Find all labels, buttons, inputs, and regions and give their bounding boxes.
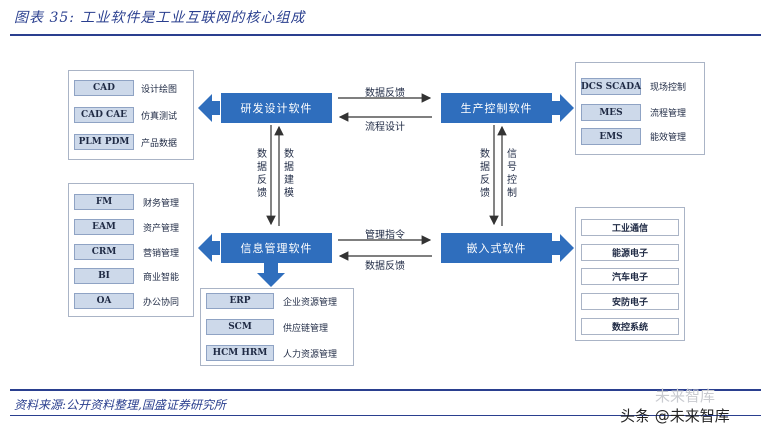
embedded-tool-box: 汽车电子: [581, 268, 679, 285]
info-sub-label: 人力资源管理: [283, 349, 338, 360]
edge-label-rd-info-left: 数据反馈: [257, 149, 267, 199]
rd-tool-box: CAD: [74, 80, 134, 96]
edge-label-production-embedded-left: 数据反馈: [480, 149, 490, 199]
production-tool-label: 流程管理: [650, 109, 687, 119]
rd-tool-label: 产品数据: [141, 138, 178, 149]
edge-label-rd-to-production: 数据反馈: [365, 88, 405, 99]
arrow-to-rd-panel: [198, 94, 220, 122]
rd-tool-label: 设计绘图: [141, 84, 178, 95]
info-tool-label: 营销管理: [143, 248, 180, 259]
arrow-to-embedded-panel: [552, 234, 574, 262]
info-tool-label: 资产管理: [143, 223, 180, 234]
embedded-tool-box: 安防电子: [581, 293, 679, 310]
info-tool-box: CRM: [74, 244, 134, 260]
rd-tool-box: CAD CAE: [74, 107, 134, 123]
info-sub-box: ERP: [206, 293, 274, 309]
production-software-box: 生产控制软件: [441, 93, 552, 123]
info-tool-label: 办公协同: [143, 297, 180, 308]
arrow-to-info-sub-panel: [257, 263, 285, 287]
info-tool-label: 商业智能: [143, 272, 180, 283]
arrow-to-production-panel: [552, 94, 574, 122]
watermark-attribution: 头条 @未来智库: [620, 407, 730, 425]
info-tool-box: EAM: [74, 219, 134, 235]
arrow-to-info-panel: [198, 234, 220, 262]
rd-software-box: 研发设计软件: [221, 93, 332, 123]
rd-tool-label: 仿真测试: [141, 111, 178, 122]
info-sub-box: SCM: [206, 319, 274, 335]
embedded-tool-box: 数控系统: [581, 318, 679, 335]
edge-label-info-to-embedded: 管理指令: [365, 230, 405, 241]
info-tool-box: OA: [74, 293, 134, 309]
production-tool-label: 能效管理: [650, 133, 687, 143]
production-tool-box: DCS SCADA: [581, 78, 641, 95]
production-tool-label: 现场控制: [650, 83, 687, 93]
info-sub-label: 企业资源管理: [283, 297, 338, 308]
rd-tool-box: PLM PDM: [74, 134, 134, 150]
watermark-faint: 未来智库: [655, 387, 716, 405]
info-sub-box: HCM HRM: [206, 345, 274, 361]
embedded-software-box: 嵌入式软件: [441, 233, 552, 263]
figure-title: 图表 35: 工业软件是工业互联网的核心组成: [14, 10, 306, 26]
source-note: 资料来源:公开资料整理,国盛证券研究所: [14, 398, 226, 412]
edge-label-embedded-to-info: 数据反馈: [365, 261, 405, 272]
footer-rule: [10, 415, 761, 416]
embedded-tool-box: 工业通信: [581, 219, 679, 236]
info-tool-label: 财务管理: [143, 198, 180, 209]
info-sub-label: 供应链管理: [283, 323, 329, 334]
production-tool-box: MES: [581, 104, 641, 121]
info-tool-box: FM: [74, 194, 134, 210]
production-tool-box: EMS: [581, 128, 641, 145]
edge-label-production-embedded-right: 信号控制: [507, 149, 517, 199]
edge-label-rd-info-right: 数据建模: [284, 149, 294, 199]
edge-label-production-to-rd: 流程设计: [365, 122, 405, 133]
top-rule: [10, 34, 761, 36]
embedded-tool-box: 能源电子: [581, 244, 679, 261]
info-software-box: 信息管理软件: [221, 233, 332, 263]
info-tool-box: BI: [74, 268, 134, 284]
bottom-rule: [10, 389, 761, 391]
